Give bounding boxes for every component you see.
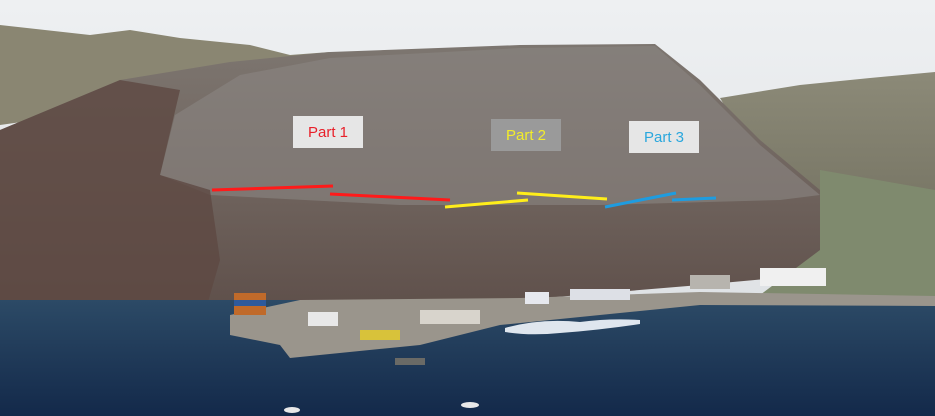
part1-lines: [211, 184, 451, 202]
boat: [284, 407, 300, 413]
label-part-2: Part 2: [491, 119, 561, 151]
boat: [395, 358, 425, 365]
label-part-3: Part 3: [629, 121, 699, 153]
wave-surf: [505, 319, 640, 335]
mesh-covered-slope: [160, 46, 820, 205]
boat: [461, 402, 479, 408]
left-rock-outcrop: [0, 80, 220, 345]
containers: [234, 268, 826, 340]
part2-lines: [444, 191, 608, 209]
harbour-wharf: [230, 292, 935, 358]
label-part-1: Part 1: [293, 116, 363, 148]
town-area: [760, 170, 935, 300]
part3-lines: [604, 191, 717, 209]
